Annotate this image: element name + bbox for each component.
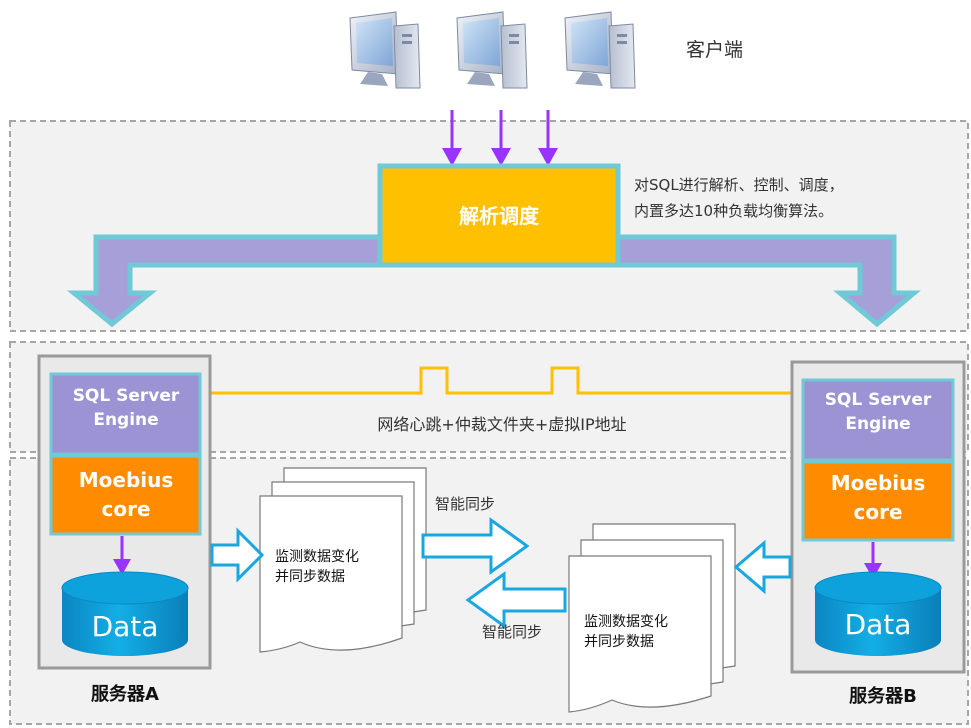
sync-right-label: 智能同步 <box>435 495 495 513</box>
server-a-core-line2: core <box>101 497 150 521</box>
server-b-data-arrow <box>864 542 882 579</box>
client-computers <box>349 11 636 89</box>
document-stack-a: 监测数据变化 并同步数据 <box>259 467 427 653</box>
doc-a-line2: 并同步数据 <box>275 569 345 585</box>
client-computer-icon <box>564 11 636 89</box>
doc-b-line1: 监测数据变化 <box>584 614 668 630</box>
server-b-data-label: Data <box>845 608 912 641</box>
server-b-engine: SQL Server Engine <box>801 378 955 462</box>
sync-left-label: 智能同步 <box>482 623 542 641</box>
client-computer-icon <box>456 11 528 89</box>
dispatcher-label: 解析调度 <box>459 204 540 228</box>
sync-right-arrow <box>421 517 530 575</box>
server-a-core: Moebius core <box>49 454 202 536</box>
document-stack-b: 监测数据变化 并同步数据 <box>568 523 736 713</box>
server-a-data-arrow <box>113 536 131 575</box>
distribution-flow-arrow <box>66 234 921 328</box>
dispatcher-note-line1: 对SQL进行解析、控制、调度， <box>634 176 844 194</box>
server-b-core-line2: core <box>853 500 902 524</box>
server-b: SQL Server Engine Moebius core Data <box>790 360 966 674</box>
flow-arrow-a-to-doc <box>210 527 265 583</box>
server-b-engine-line1: SQL Server <box>825 390 932 410</box>
doc-a-line1: 监测数据变化 <box>275 549 359 565</box>
dispatcher-note-line2: 内置多达10种负载均衡算法。 <box>634 202 833 220</box>
client-arrows <box>442 110 558 166</box>
server-b-caption: 服务器B <box>849 685 917 707</box>
heartbeat-label: 网络心跳+仲裁文件夹+虚拟IP地址 <box>377 415 626 434</box>
server-b-engine-line2: Engine <box>845 414 910 434</box>
server-a-core-line1: Moebius <box>79 468 174 492</box>
server-b-database-icon: Data <box>814 571 942 656</box>
doc-b-line2: 并同步数据 <box>584 634 654 650</box>
server-a-data-label: Data <box>92 610 159 643</box>
server-a-caption: 服务器A <box>91 683 159 705</box>
clients-label: 客户端 <box>686 39 743 61</box>
server-b-core-line1: Moebius <box>831 471 926 495</box>
heartbeat-line <box>210 366 792 395</box>
sync-left-arrow <box>465 571 567 629</box>
server-a-engine-line1: SQL Server <box>73 386 180 406</box>
client-computer-icon <box>349 11 421 89</box>
server-a-engine-line2: Engine <box>93 410 158 430</box>
dispatcher-box: 解析调度 <box>377 163 621 268</box>
server-a: SQL Server Engine Moebius core Data <box>37 354 212 670</box>
server-a-engine: SQL Server Engine <box>49 372 202 456</box>
flow-arrow-b-to-doc <box>733 539 792 595</box>
server-a-database-icon: Data <box>61 571 189 656</box>
server-b-core: Moebius core <box>801 460 955 542</box>
